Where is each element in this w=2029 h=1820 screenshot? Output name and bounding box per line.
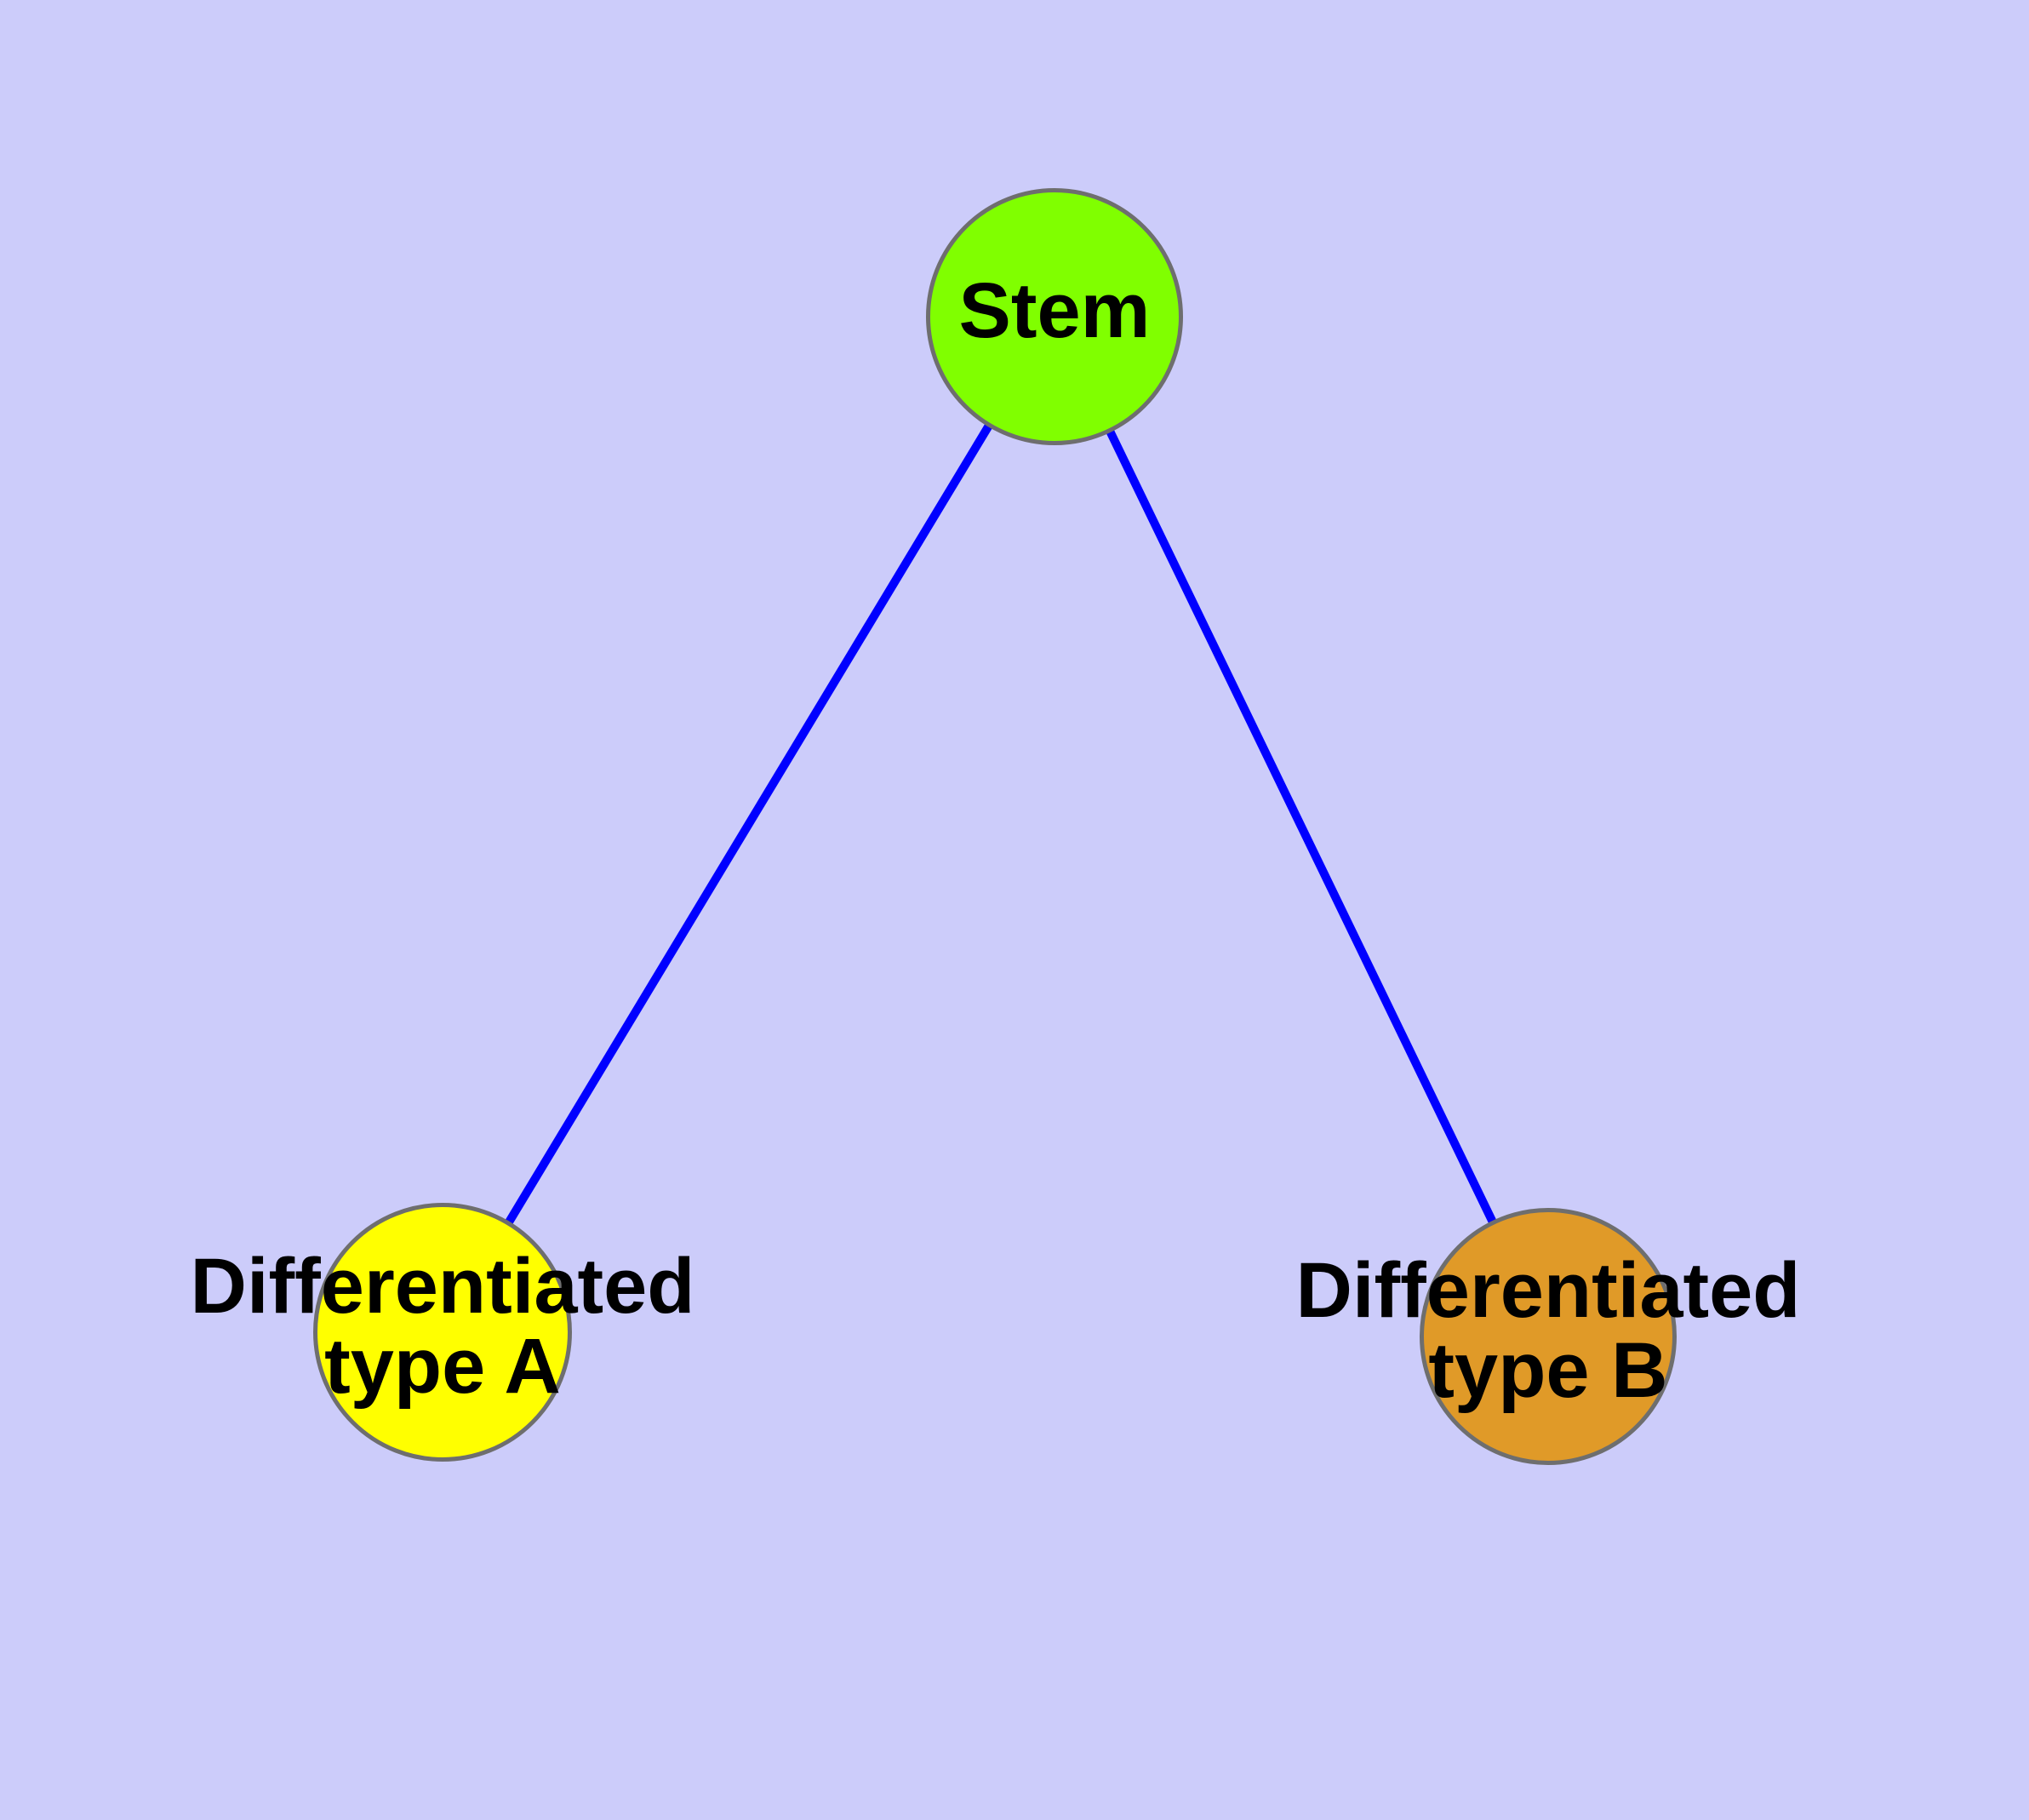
graph-edge-stem-to-diff_a[interactable]: [505, 423, 993, 1226]
node-label-stem: Stem: [959, 267, 1151, 354]
graph-node-stem[interactable]: [926, 188, 1183, 445]
node-label-line: Differentiated: [191, 1243, 695, 1330]
graph-node-diff_a[interactable]: [313, 1203, 572, 1462]
node-label-line: Stem: [959, 267, 1151, 354]
node-label-line: Differentiated: [1296, 1247, 1801, 1334]
node-label-line: type A: [324, 1323, 561, 1410]
node-layer: [313, 188, 1677, 1465]
node-label-line: type B: [1428, 1327, 1667, 1414]
graph-node-diff_b[interactable]: [1420, 1208, 1677, 1465]
edge-layer: [505, 423, 1497, 1226]
graph-edge-stem-to-diff_b[interactable]: [1106, 428, 1497, 1225]
